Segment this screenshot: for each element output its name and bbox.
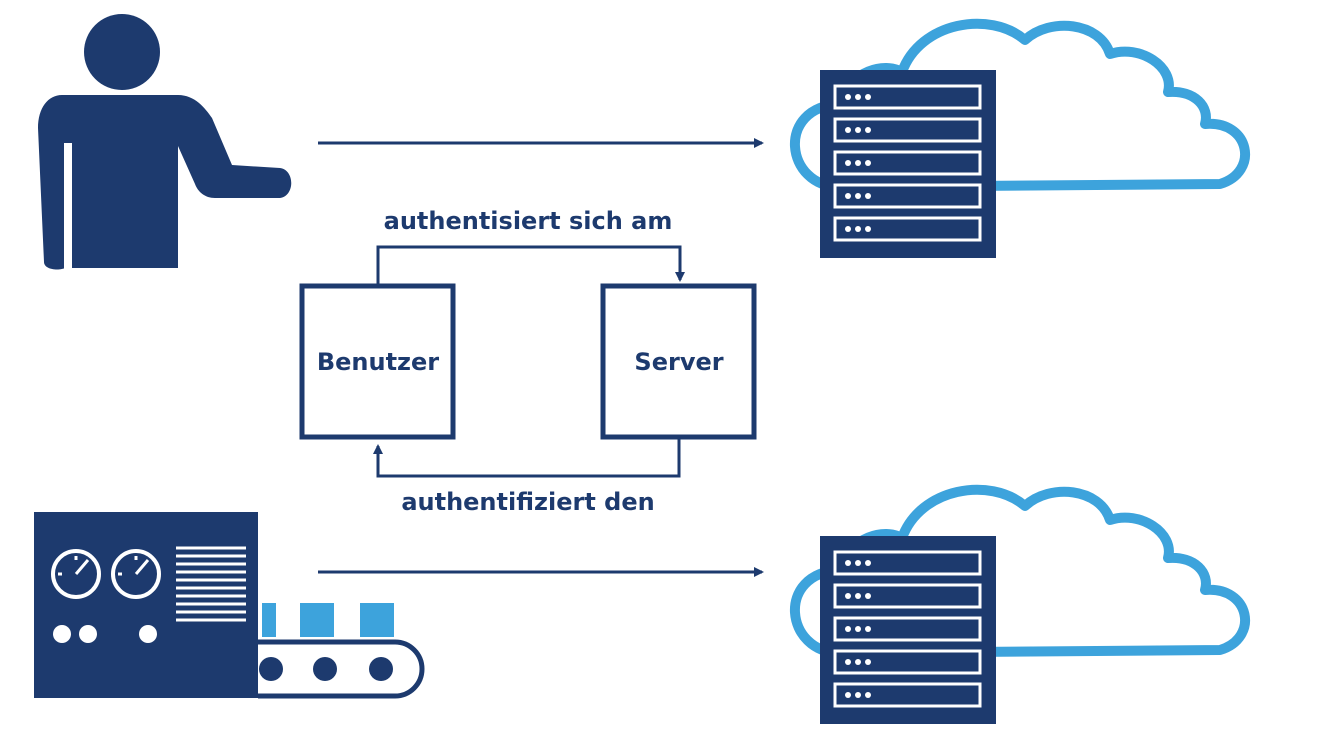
cloud-server-bottom-icon (795, 490, 1245, 724)
server-label: Server (634, 348, 723, 376)
server-box (600, 283, 757, 440)
machine-conveyor-icon (34, 512, 425, 699)
label-authentifiziert: authentifiziert den (401, 488, 654, 516)
benutzer-label: Benutzer (317, 348, 439, 376)
benutzer-box (299, 283, 456, 440)
cloud-server-top-icon (795, 24, 1245, 258)
label-authentisiert: authentisiert sich am (384, 207, 673, 235)
person-icon (38, 14, 292, 271)
top-loop-connector (376, 245, 685, 285)
bottom-loop-connector (373, 437, 681, 478)
